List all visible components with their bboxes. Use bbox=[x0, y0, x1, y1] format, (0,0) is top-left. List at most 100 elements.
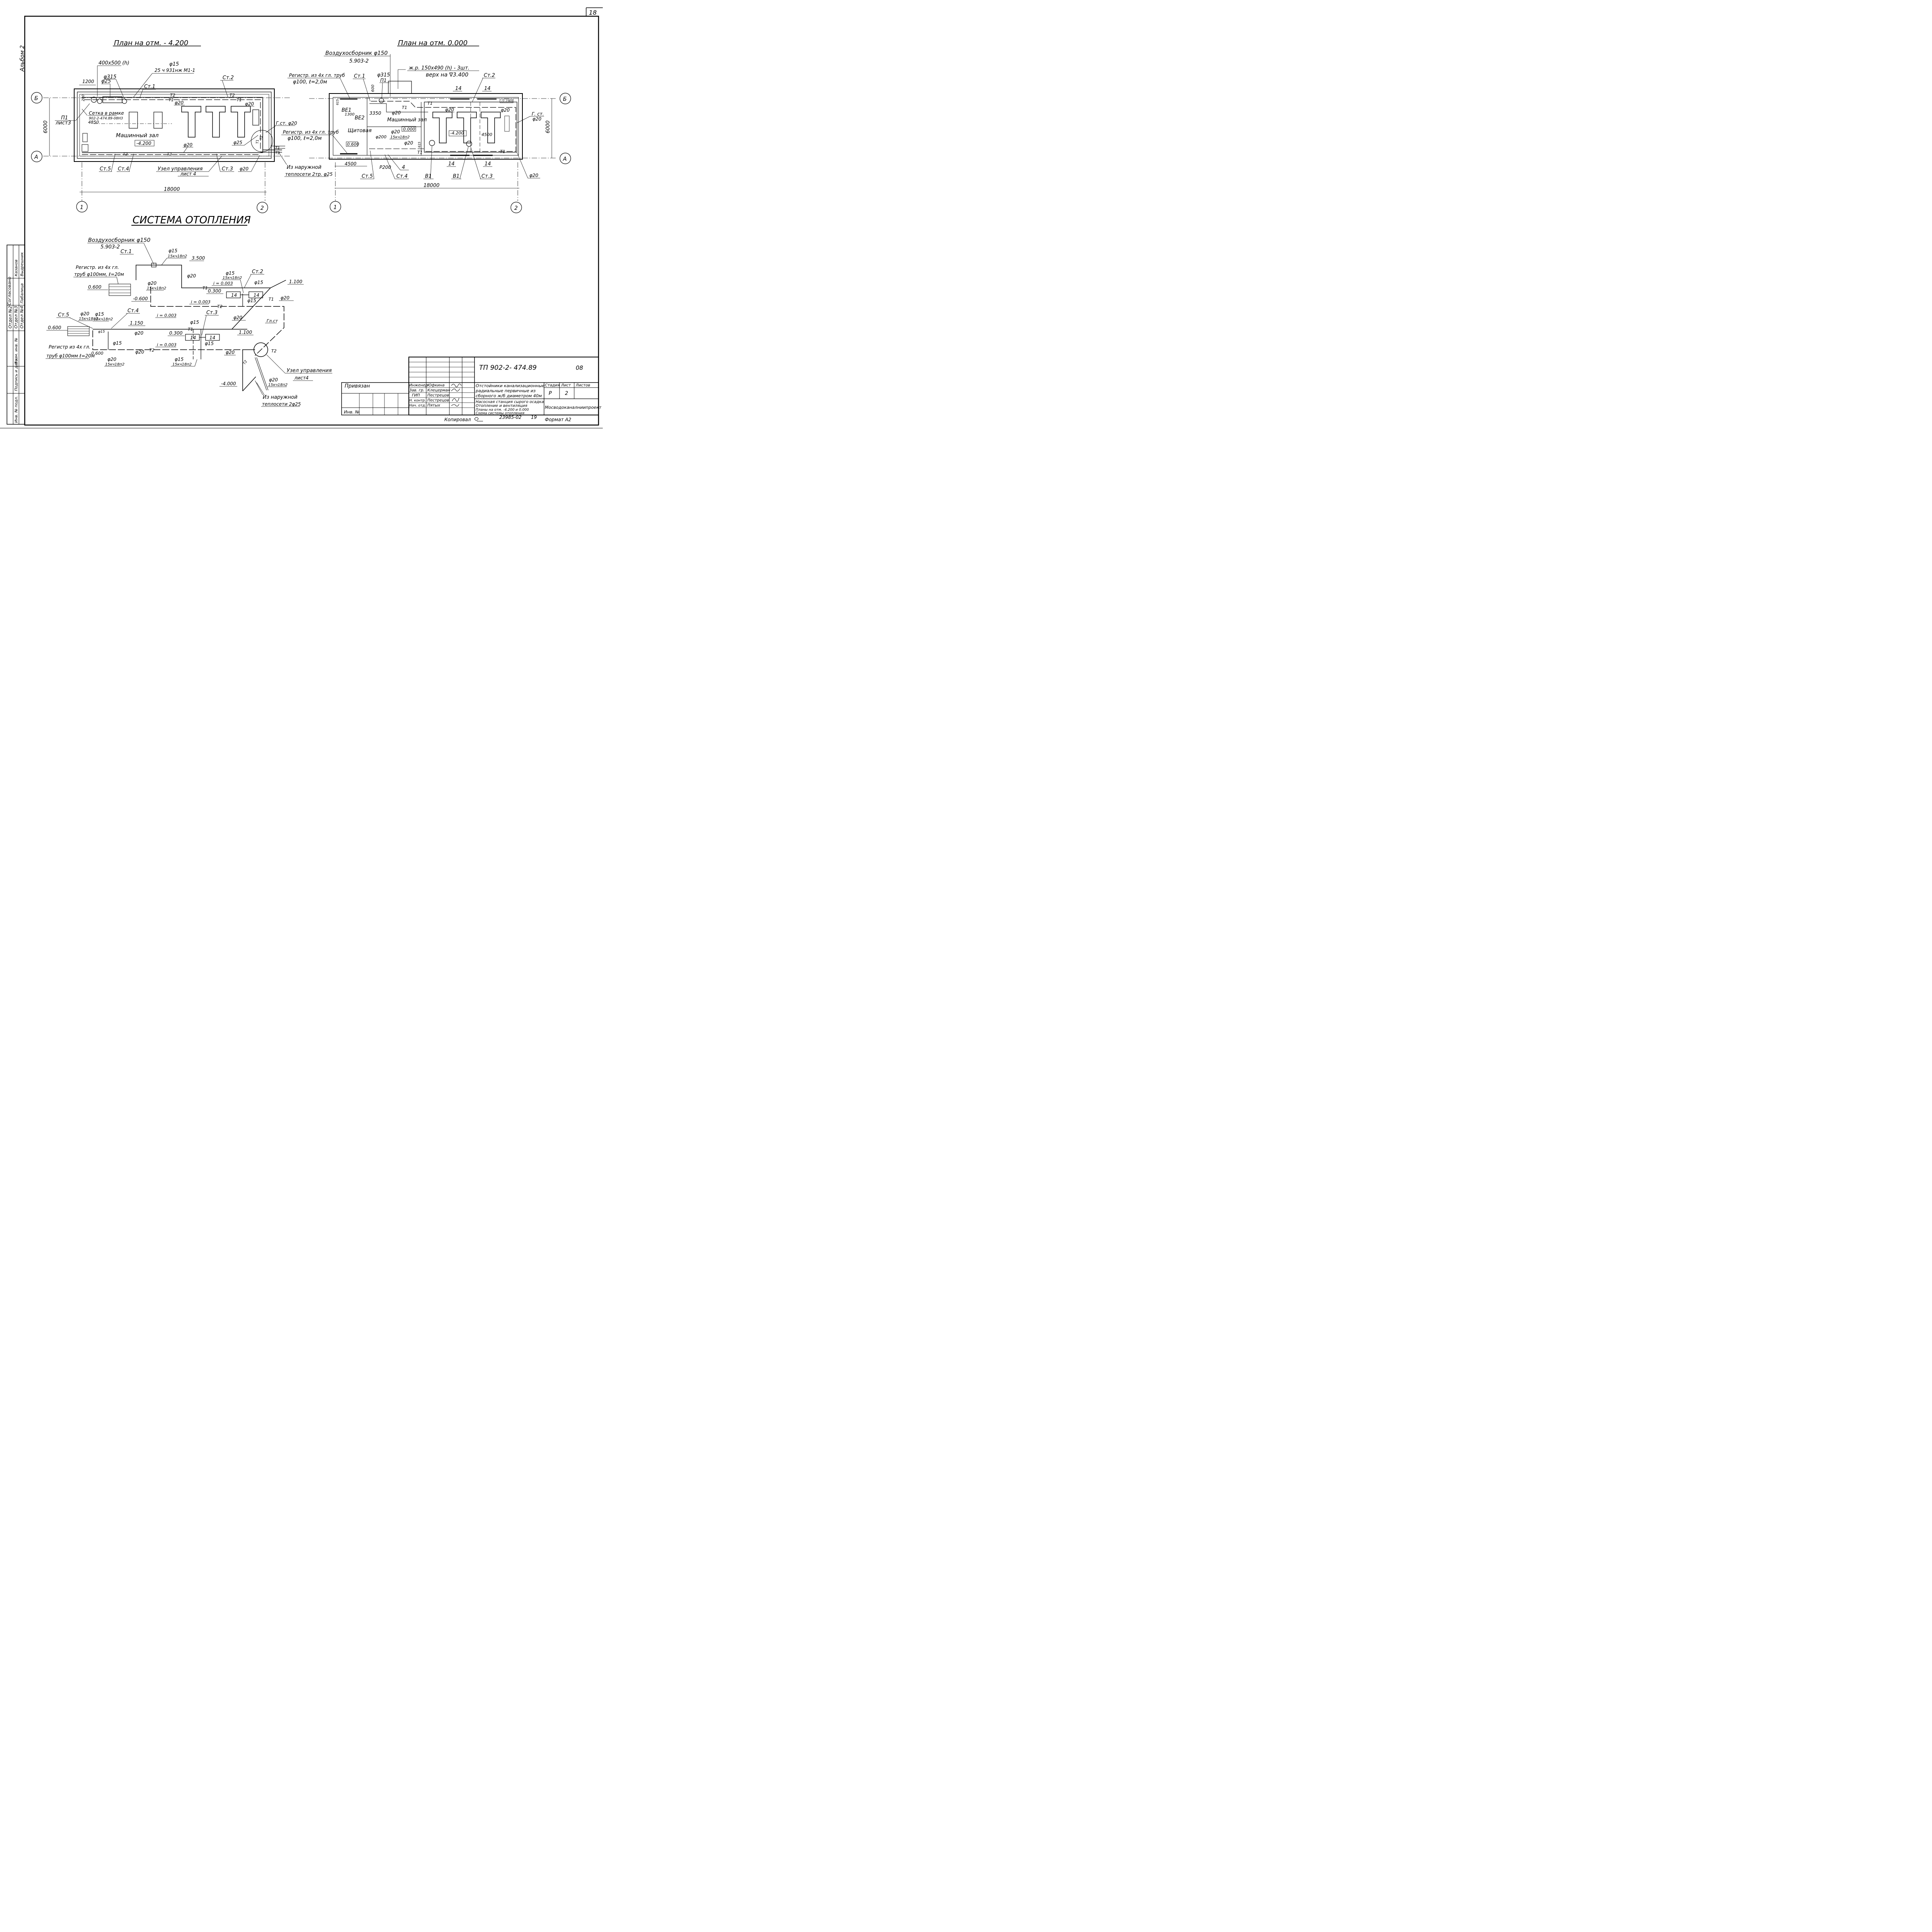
drawing-sheet: 18 Альбом 2 План на отм. - 4.200 Б А 1 2… bbox=[0, 7, 603, 429]
sys-lvl06c: 0.600 bbox=[48, 325, 61, 330]
plan-b-lvl42: -4.200 bbox=[450, 131, 464, 136]
plan-a-title: План на отм. - 4.200 bbox=[114, 39, 188, 47]
plan-a-t2-right: Т2 bbox=[260, 136, 264, 140]
stamp-podpis: Подпись и дата bbox=[14, 359, 19, 391]
tb-desc1a: Отстойники канализационные bbox=[476, 383, 545, 388]
sys-t1b: Т1 bbox=[269, 297, 274, 302]
sys-outer1: Из наружной bbox=[263, 395, 298, 400]
plan-a-phi20-top: φ20 bbox=[175, 100, 184, 105]
signature-3 bbox=[452, 398, 459, 402]
sys-phi20j: φ20 bbox=[269, 377, 278, 383]
sys-phi15d: φ15 bbox=[247, 298, 256, 303]
plan-b-t1-c: Т1 bbox=[417, 150, 423, 155]
plan-b-reg2: Регистр. из 4х гл. труб bbox=[283, 129, 339, 135]
plan-b-st2: Ст.2 bbox=[484, 73, 495, 78]
plan-a-dim-1200: 1200 bbox=[82, 79, 94, 84]
copy-signature bbox=[474, 417, 483, 422]
tb-name-5: Пятых bbox=[427, 403, 440, 408]
sys-st2: Ст.2 bbox=[252, 269, 263, 275]
plan-b-axis-2: 2 bbox=[514, 205, 518, 211]
tb-number: 23985-02 bbox=[499, 415, 522, 420]
heating-system-schematic: СИСТЕМА ОТОПЛЕНИЯ bbox=[46, 214, 332, 407]
plan-b-st1: Ст.1 bbox=[354, 73, 365, 79]
plan-b-dim-190: (1-190) bbox=[502, 99, 513, 103]
plan-a-valve: 25 ч 931нж М1-1 bbox=[155, 68, 195, 73]
plan-b-p1: П1 bbox=[380, 78, 387, 83]
sys-valve-f: 15кч18п2 bbox=[105, 362, 124, 367]
signature-1 bbox=[451, 383, 462, 387]
signature-4 bbox=[451, 404, 459, 406]
tb-desc2a: Насосная станция сырого осадка bbox=[476, 400, 544, 404]
plan-b-axis-b: Б bbox=[563, 96, 567, 102]
plan-b-phi20-b: φ20 bbox=[445, 107, 454, 112]
sys-14c: 14 bbox=[190, 335, 196, 340]
plan-a-t2-out: Т2 bbox=[275, 151, 280, 155]
sys-reg3: Регистр из 4х гл. bbox=[49, 344, 90, 350]
plan-a-t1-out: Т1 bbox=[275, 146, 280, 150]
plan-b-dim-600: 600 bbox=[371, 85, 375, 92]
sys-st3: Ст.3 bbox=[206, 310, 218, 316]
plan-a-phi315: φ315 bbox=[104, 74, 116, 80]
sys-valve-g: 15кч18п2 bbox=[172, 362, 192, 367]
plan-b-equipment bbox=[340, 98, 514, 156]
sys-t2d: Т2 bbox=[243, 360, 248, 366]
plan-a-level: -4.200 bbox=[136, 141, 151, 146]
plan-a-grid-line2: 902-2-474.89-08НЗ bbox=[89, 117, 123, 121]
plan-b-lvl06: 0.600 bbox=[347, 142, 359, 147]
plan-a-pipes bbox=[82, 96, 285, 155]
plan-b-axes: Б А 1 2 6000 18000 4500 bbox=[309, 93, 571, 213]
sys-t2: Т2 bbox=[217, 304, 223, 309]
tb-stage: Р bbox=[549, 391, 552, 396]
stamp-otdel-3: Отдел №3 bbox=[14, 306, 19, 328]
sys-phi20g: φ20 bbox=[107, 357, 117, 362]
sys-valve-a: 15кч18п2 bbox=[168, 254, 187, 259]
plan-b-reg1b: φ100, ℓ=2,0м bbox=[293, 79, 327, 85]
plan-a-uzel: Узел управления bbox=[158, 166, 203, 172]
sys-reg2: труб φ100мм, ℓ=20м bbox=[74, 272, 124, 277]
plan-a-st4: Ст.4 bbox=[118, 166, 129, 172]
sys-14b: 14 bbox=[253, 293, 259, 298]
sys-phi15g: φ15 bbox=[205, 341, 214, 346]
tb-desc1c: сборного ж/б диаметром 40м bbox=[476, 393, 542, 398]
plan-b-p200: Р200 bbox=[379, 165, 391, 170]
plan-a-list3: лист3 bbox=[55, 120, 71, 126]
plan-b-dim-18000: 18000 bbox=[423, 183, 439, 189]
sys-st4: Ст.4 bbox=[128, 308, 139, 314]
tb-stage-h: Стадия bbox=[545, 383, 560, 388]
sys-lvl03b: 0.300 bbox=[169, 330, 183, 336]
plan-b-dim-615: 615 bbox=[336, 99, 339, 105]
plan-b-axis-1: 1 bbox=[333, 204, 337, 211]
tb-privyazan: Привязан bbox=[345, 383, 370, 389]
tb-sheets-h: Листов bbox=[575, 383, 590, 388]
plan-b-hall: Машинный зал bbox=[387, 117, 427, 123]
axis-b-label: Б bbox=[34, 95, 38, 102]
tb-desc2d: Схема системы отопления bbox=[476, 412, 525, 415]
plan-b-st4: Ст.4 bbox=[396, 173, 408, 179]
sys-phi15b: φ15 bbox=[226, 270, 235, 276]
plan-a-hall: Машинный зал bbox=[116, 133, 159, 139]
plan-a-dim-6000: 6000 bbox=[43, 121, 49, 133]
sys-valve-d: 15кч18п2 bbox=[79, 317, 98, 321]
plan-b-gst: Г. ст. bbox=[532, 111, 544, 117]
plan-b-title: План на отм. 0.000 bbox=[398, 39, 468, 47]
sys-st1: Ст.1 bbox=[121, 249, 132, 255]
stamp-name-1: Казанов bbox=[14, 260, 19, 276]
plan-a-phi20-right: φ20 bbox=[245, 101, 254, 107]
sys-phi15a: φ15 bbox=[168, 248, 177, 253]
plan-a-dim-4850: 4850 bbox=[88, 120, 99, 125]
plan-b-t1-d: Т1 bbox=[500, 149, 505, 154]
plan-b-dim-4500: 4500 bbox=[345, 161, 357, 167]
sys-phi20f: φ20 bbox=[233, 315, 243, 320]
tb-sheet-h: Лист bbox=[561, 383, 571, 388]
tb-name-4: Пестрецов bbox=[427, 398, 449, 403]
tb-org: Мосводоканалниипроект bbox=[545, 405, 602, 410]
sys-t1c: Т1 bbox=[188, 327, 193, 332]
plan-b-shch: Щитовая bbox=[348, 128, 372, 134]
sys-phi20c: φ20 bbox=[281, 295, 290, 301]
plan-a-phi20-bottom: φ20 bbox=[184, 142, 193, 148]
plan-b-dim-3350: 3350 bbox=[369, 111, 381, 116]
plan-b-pipes bbox=[369, 54, 516, 152]
axis-2-label: 2 bbox=[260, 205, 264, 211]
sys-valve-c: 15кч18п2 bbox=[223, 276, 242, 280]
stamp-vzam: Взам. инв. № bbox=[14, 338, 19, 364]
